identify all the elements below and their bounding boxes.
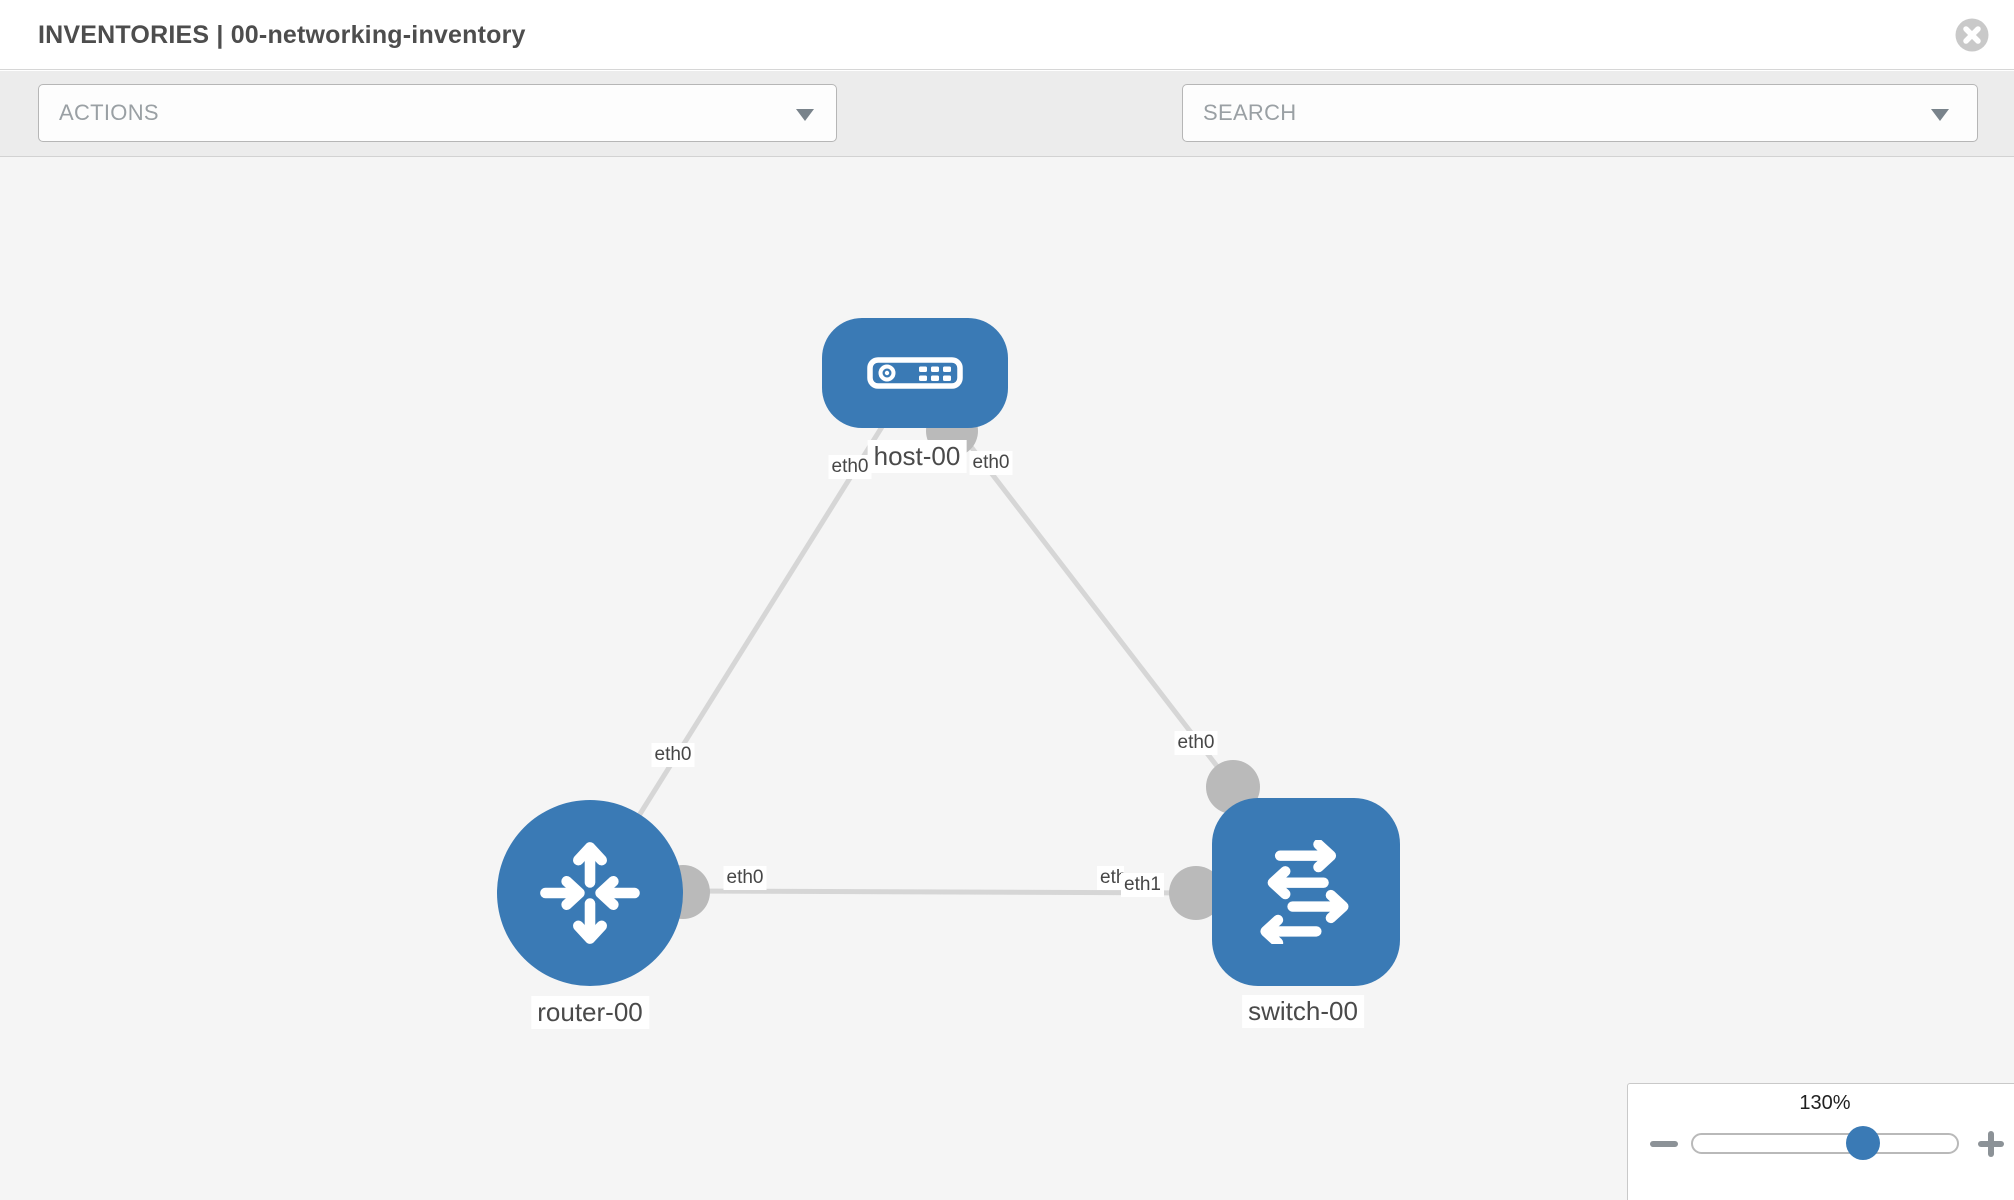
node-host-00[interactable] [822, 318, 1008, 428]
router-icon [540, 842, 640, 944]
actions-dropdown[interactable]: ACTIONS [38, 84, 837, 142]
page-header: INVENTORIES | 00-networking-inventory [0, 0, 2014, 70]
node-label-host-00: host-00 [867, 440, 967, 473]
zoom-out-icon[interactable] [1650, 1141, 1678, 1147]
interface-label-router-to-switch: eth0 [723, 866, 767, 890]
interface-label-switch-to-router: eth1 [1121, 873, 1164, 897]
interface-label-router-to-host: eth0 [651, 743, 695, 767]
node-label-router-00: router-00 [531, 996, 649, 1029]
actions-dropdown-label: ACTIONS [59, 100, 159, 125]
interface-label-occluded: eth0 [1097, 866, 1124, 890]
chevron-down-icon [796, 109, 814, 121]
link-router-switch[interactable] [682, 888, 1197, 896]
zoom-slider-track[interactable] [1691, 1126, 1959, 1160]
zoom-panel: 130% [1627, 1083, 2014, 1200]
interface-label-switch-to-router-group: eth0eth1 [1097, 866, 1164, 897]
page-title: INVENTORIES | 00-networking-inventory [38, 21, 526, 49]
interface-label-host-to-switch: eth0 [969, 451, 1013, 475]
switch-icon [1260, 840, 1349, 944]
zoom-in-icon[interactable] [1978, 1131, 2004, 1157]
interface-label-switch-to-host: eth0 [1174, 731, 1218, 755]
port-dot-switch-left [1169, 866, 1223, 920]
close-icon [1955, 18, 1989, 52]
interface-label-host-to-router: eth0 [828, 455, 872, 479]
port-dots [656, 405, 1260, 920]
node-router-00[interactable] [497, 800, 683, 986]
search-dropdown-label: SEARCH [1203, 100, 1297, 125]
zoom-slider-thumb[interactable] [1846, 1126, 1880, 1160]
host-icon [867, 357, 963, 389]
toolbar: ACTIONS SEARCH [0, 71, 2014, 201]
chevron-down-icon [1931, 109, 1949, 121]
node-switch-00[interactable] [1212, 798, 1400, 986]
node-label-switch-00: switch-00 [1242, 995, 1364, 1028]
search-dropdown[interactable]: SEARCH [1182, 84, 1978, 142]
close-button[interactable] [1953, 16, 1991, 54]
topology-links-layer [587, 372, 1260, 920]
zoom-level-value: 130% [1799, 1092, 1851, 1114]
topology-canvas[interactable]: host-00 router-00 switch-00 eth0 eth0 et… [0, 157, 2014, 1200]
